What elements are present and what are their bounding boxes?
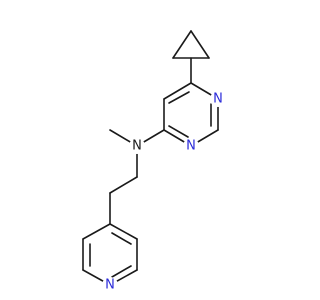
atom-label-pyrimidine-n1: N [210, 91, 226, 107]
atom-label-amine-n: N [129, 138, 145, 154]
bond [168, 125, 189, 138]
bond [190, 30, 210, 59]
bond [109, 223, 138, 240]
atom-label-pyrimidine-n3: N [183, 138, 199, 154]
atom-symbol: N [132, 139, 142, 154]
bond [82, 223, 111, 240]
cyclopropyl-group [172, 30, 210, 59]
atom-symbol: N [186, 139, 196, 154]
bond [172, 30, 192, 59]
bond [168, 91, 190, 104]
pyridine-ring [82, 223, 138, 286]
bond [111, 265, 132, 278]
atom-symbol: N [213, 92, 223, 107]
bond [109, 176, 138, 194]
bond [111, 232, 132, 245]
atom-label-pyridine-n: N [102, 277, 118, 293]
bond [163, 82, 192, 100]
atom-symbol: N [105, 278, 115, 293]
molecule-structure-diagram: N N N N [82, 30, 226, 293]
pyrimidine-ring [163, 82, 219, 147]
